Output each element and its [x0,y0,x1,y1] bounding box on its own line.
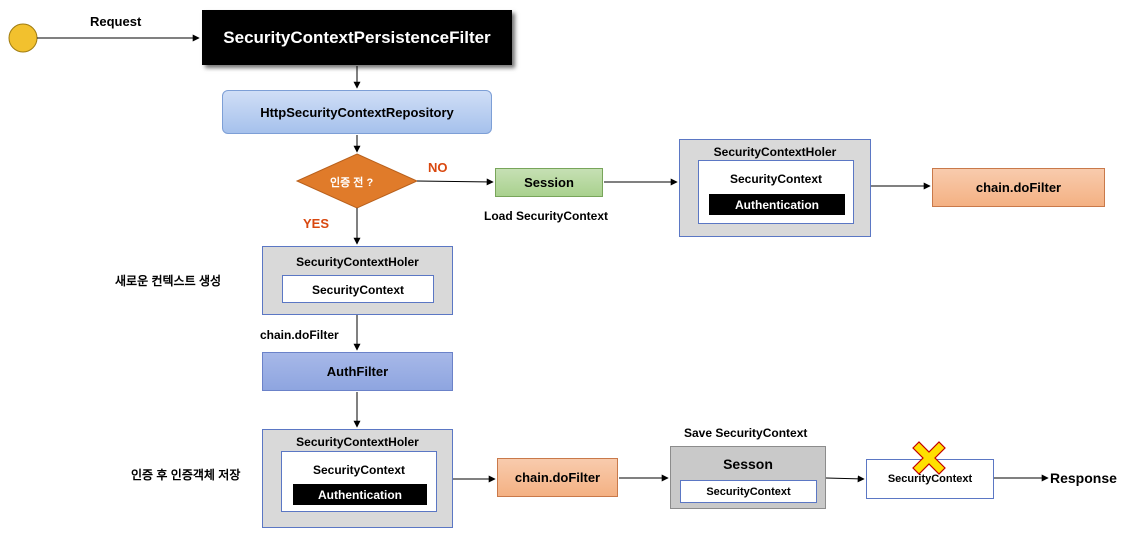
top-holder: SecurityContextHoler SecurityContext Aut… [679,139,871,237]
decision-label: 인증 전 ? [330,177,374,189]
session-box: Session [495,168,603,197]
bottom-holder-auth: Authentication [293,484,427,505]
mid-chain-label: chain.doFilter [260,328,339,342]
save-note: 인증 후 인증객체 저장 [131,468,241,482]
start-node [8,23,38,53]
mid-holder-context: SecurityContext [311,283,405,297]
load-context-label: Load SecurityContext [484,209,609,223]
top-chain-box: chain.doFilter [932,168,1105,207]
save-context-label: Save SecurityContext [684,426,808,440]
repository-box: HttpSecurityContextRepository [222,90,492,134]
top-holder-inner: SecurityContext Authentication [698,160,854,224]
bottom-holder: SecurityContextHoler SecurityContext Aut… [262,429,453,528]
top-holder-context: SecurityContext [729,172,823,186]
response-label: Response [1050,470,1117,486]
mid-holder: SecurityContextHoler SecurityContext [262,246,453,315]
top-holder-title: SecurityContextHoler [713,145,837,159]
persistence-filter-box: SecurityContextPersistenceFilter [202,10,512,65]
sesson-box: Sesson SecurityContext [670,446,826,509]
arrow-sesson-to-context [825,475,865,483]
top-holder-auth: Authentication [709,194,845,215]
bottom-chain-box: chain.doFilter [497,458,618,497]
auth-filter-box: AuthFilter [262,352,453,391]
bottom-holder-title: SecurityContextHoler [296,435,419,449]
bottom-holder-inner: SecurityContext Authentication [281,451,437,512]
sesson-title: Sesson [723,456,773,472]
mid-holder-inner: SecurityContext [282,275,434,303]
new-context-note: 새로운 컨텍스트 생성 [115,274,222,288]
no-label: NO [428,160,448,175]
request-label: Request [90,14,142,29]
bottom-holder-context: SecurityContext [312,463,406,477]
yes-label: YES [303,216,330,231]
arrow-no [416,178,494,186]
mid-holder-title: SecurityContextHoler [296,255,419,269]
cross-icon [912,441,946,475]
sesson-context: SecurityContext [680,480,817,503]
